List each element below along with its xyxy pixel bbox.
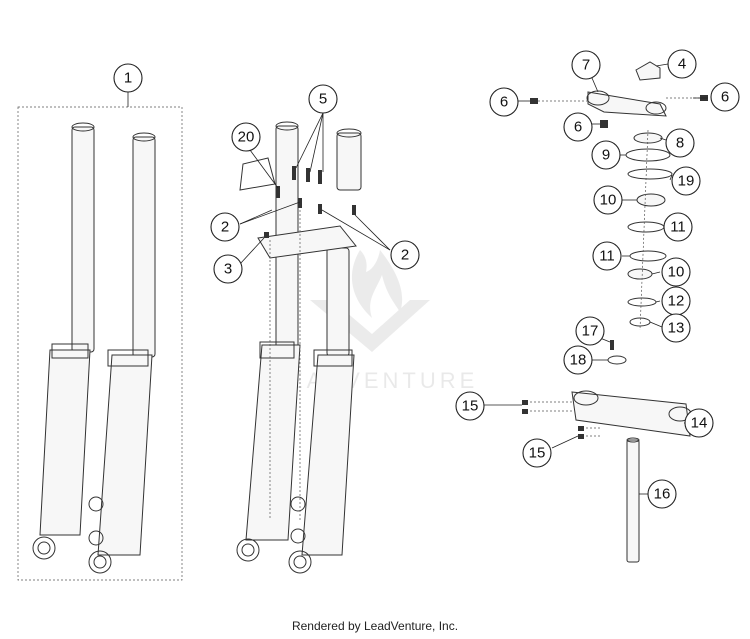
svg-text:12: 12 <box>668 293 685 310</box>
svg-text:4: 4 <box>678 56 686 73</box>
svg-text:9: 9 <box>602 147 610 164</box>
svg-text:14: 14 <box>691 415 708 432</box>
callout-item-15-lower: 15 <box>522 438 552 468</box>
callout-item-2-left: 2 <box>210 212 240 242</box>
svg-text:3: 3 <box>224 261 232 278</box>
svg-text:18: 18 <box>570 352 587 369</box>
callout-item-11-lower: 11 <box>592 241 622 271</box>
callout-item-15-upper: 15 <box>455 391 485 421</box>
svg-text:8: 8 <box>676 135 684 152</box>
svg-text:16: 16 <box>654 486 671 503</box>
watermark-text: LEADVENTURE <box>272 368 479 393</box>
svg-text:19: 19 <box>678 173 695 190</box>
callout-item-3: 3 <box>213 254 243 284</box>
callout-item-16: 16 <box>647 479 677 509</box>
callout-item-20: 20 <box>231 122 261 152</box>
callout-item-9: 9 <box>591 140 621 170</box>
svg-text:7: 7 <box>582 57 590 74</box>
svg-text:10: 10 <box>600 192 617 209</box>
watermark: LEADVENTURE <box>272 250 479 393</box>
svg-text:6: 6 <box>574 119 582 136</box>
svg-text:15: 15 <box>529 445 546 462</box>
callout-item-14: 14 <box>684 408 714 438</box>
fork-assembly-complete <box>17 106 183 581</box>
steering-head-exploded <box>522 61 708 563</box>
svg-text:6: 6 <box>500 94 508 111</box>
callout-item-5: 5 <box>308 84 338 114</box>
callout-item-6-right: 6 <box>710 82 740 112</box>
leader-lines <box>127 63 708 495</box>
svg-text:10: 10 <box>668 264 685 281</box>
svg-text:6: 6 <box>721 89 729 106</box>
callout-item-13: 13 <box>661 313 691 343</box>
callout-item-18: 18 <box>563 345 593 375</box>
svg-text:17: 17 <box>582 323 599 340</box>
svg-text:2: 2 <box>221 219 229 236</box>
callout-item-8: 8 <box>665 128 695 158</box>
callout-item-12: 12 <box>661 286 691 316</box>
callout-item-6-left: 6 <box>489 87 519 117</box>
callout-item-2-right: 2 <box>390 240 420 270</box>
callout-item-17: 17 <box>575 316 605 346</box>
callout-item-10-lower: 10 <box>661 257 691 287</box>
svg-text:15: 15 <box>462 398 479 415</box>
callout-item-4: 4 <box>667 49 697 79</box>
footer-credit: Rendered by LeadVenture, Inc. <box>291 619 459 633</box>
svg-text:2: 2 <box>401 247 409 264</box>
callout-item-6-middle: 6 <box>563 112 593 142</box>
svg-text:11: 11 <box>670 219 686 236</box>
svg-text:11: 11 <box>599 248 615 265</box>
callout-item-11-upper: 11 <box>663 212 693 242</box>
callout-item-7: 7 <box>571 50 601 80</box>
svg-text:1: 1 <box>124 70 132 87</box>
fork-exploded <box>236 121 362 574</box>
svg-text:20: 20 <box>238 129 255 146</box>
callout-item-19: 19 <box>671 166 701 196</box>
svg-text:5: 5 <box>319 91 327 108</box>
callout-item-1: 1 <box>113 63 143 93</box>
svg-text:13: 13 <box>668 320 685 337</box>
callout-item-10-upper: 10 <box>593 185 623 215</box>
